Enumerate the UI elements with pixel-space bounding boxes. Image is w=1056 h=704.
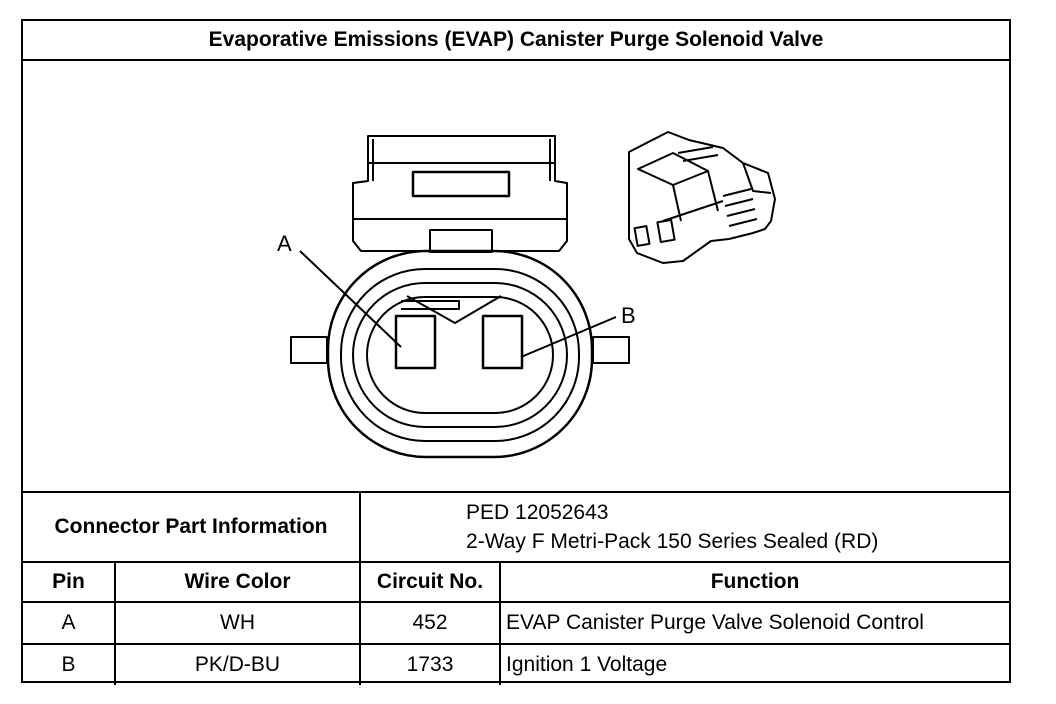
header-circuit: Circuit No. bbox=[359, 561, 502, 603]
pin-a-leader bbox=[299, 250, 402, 348]
circuit-cell: 452 bbox=[359, 601, 502, 645]
function-cell: EVAP Canister Purge Valve Solenoid Contr… bbox=[499, 601, 1010, 645]
function-cell: Ignition 1 Voltage bbox=[499, 643, 1010, 685]
connector-sheet: Evaporative Emissions (EVAP) Canister Pu… bbox=[21, 19, 1011, 685]
connector-housing bbox=[352, 135, 568, 253]
header-pin: Pin bbox=[23, 561, 116, 603]
part-description: 2-Way F Metri-Pack 150 Series Sealed (RD… bbox=[466, 530, 879, 553]
pin-cavity-b bbox=[481, 314, 524, 370]
pin-cavity-a bbox=[394, 314, 437, 370]
connector-part-info-value: PED 12052643 2-Way F Metri-Pack 150 Seri… bbox=[359, 491, 1010, 563]
pin-label-b: B bbox=[621, 303, 636, 328]
wire-color-cell: WH bbox=[113, 601, 362, 645]
connector-seal bbox=[326, 249, 594, 459]
side-tab-right bbox=[592, 336, 630, 364]
pin-cell: B bbox=[23, 643, 116, 685]
wire-color-cell: PK/D-BU bbox=[113, 643, 362, 685]
header-wire-color: Wire Color bbox=[113, 561, 362, 603]
circuit-cell: 1733 bbox=[359, 643, 502, 685]
page-title: Evaporative Emissions (EVAP) Canister Pu… bbox=[23, 21, 1009, 61]
pin-cell: A bbox=[23, 601, 116, 645]
connector-drawing: A B bbox=[277, 131, 776, 459]
connector-part-info-row: Connector Part Information PED 12052643 … bbox=[23, 491, 1010, 563]
connector-part-info-label: Connector Part Information bbox=[23, 491, 362, 563]
part-number: PED 12052643 bbox=[466, 501, 609, 524]
pin-b-leader bbox=[520, 316, 617, 358]
pin-label-a: A bbox=[277, 231, 292, 256]
table-row: A WH 452 EVAP Canister Purge Valve Solen… bbox=[23, 601, 1010, 645]
connector-3d-illustration bbox=[628, 131, 776, 264]
table-row: B PK/D-BU 1733 Ignition 1 Voltage bbox=[23, 643, 1010, 685]
side-tab-left bbox=[290, 336, 328, 364]
table-header: Pin Wire Color Circuit No. Function bbox=[23, 561, 1010, 603]
connector-info-table: Connector Part Information PED 12052643 … bbox=[23, 491, 1010, 685]
header-function: Function bbox=[499, 561, 1010, 603]
